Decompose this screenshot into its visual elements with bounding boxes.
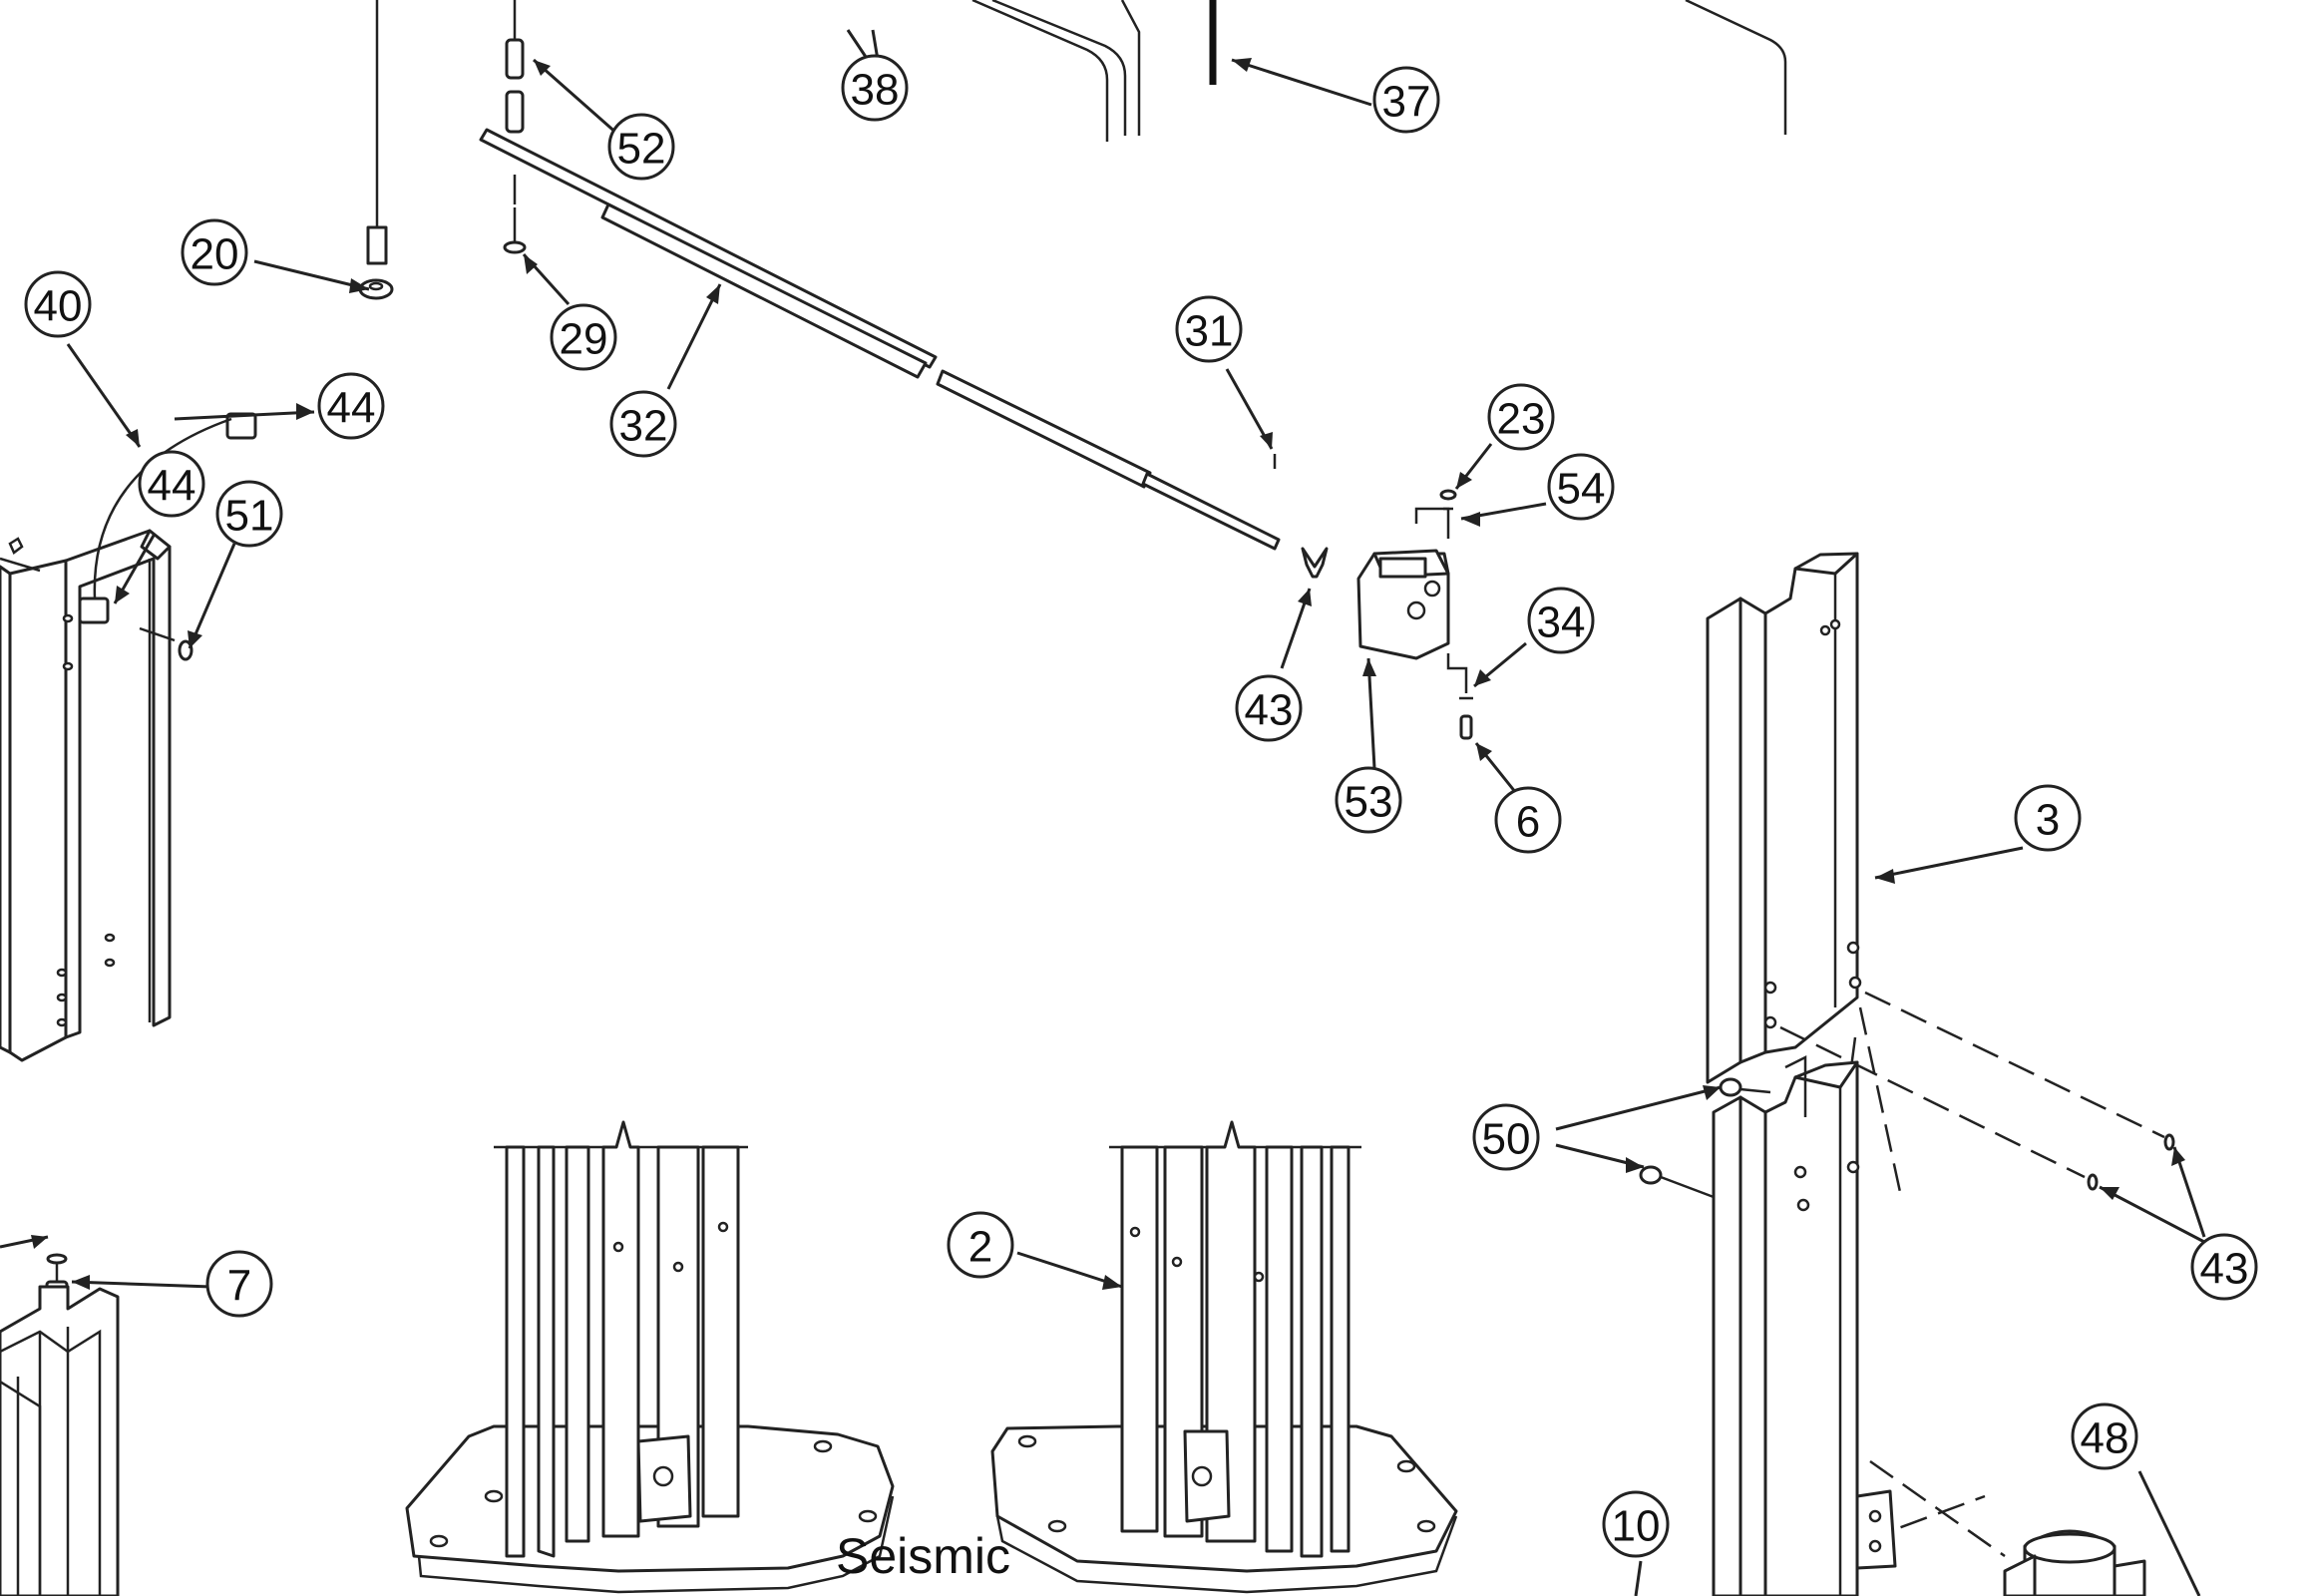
- svg-text:43: 43: [1245, 686, 1294, 735]
- callout-7: 7: [205, 1250, 273, 1318]
- callout-53: 53: [1335, 766, 1402, 834]
- svg-text:10: 10: [1612, 1502, 1661, 1551]
- callout-43-latch: 43: [1235, 674, 1303, 742]
- svg-text:53: 53: [1345, 778, 1393, 827]
- callout-37: 37: [1372, 66, 1440, 134]
- caption-seismic: Seismic: [836, 1528, 1010, 1584]
- callout-6: 6: [1494, 786, 1562, 854]
- callout-32: 32: [609, 390, 677, 458]
- callout-23: 23: [1487, 383, 1555, 451]
- callout-40: 40: [24, 270, 92, 338]
- callout-38: 38: [841, 54, 909, 122]
- svg-text:48: 48: [2081, 1414, 2129, 1463]
- callout-10: 10: [1602, 1490, 1670, 1558]
- svg-text:43: 43: [2200, 1245, 2249, 1294]
- svg-text:20: 20: [191, 230, 239, 279]
- svg-text:40: 40: [34, 282, 83, 331]
- leader-lines: [0, 29, 2206, 1596]
- callout-29: 29: [550, 303, 617, 371]
- callout-48: 48: [2071, 1402, 2138, 1470]
- svg-text:7: 7: [227, 1262, 251, 1311]
- callout-44-upper: 44: [317, 372, 385, 440]
- svg-text:32: 32: [619, 402, 668, 451]
- column-3: [1706, 552, 1862, 1084]
- svg-text:31: 31: [1185, 307, 1234, 356]
- callout-51: 51: [215, 480, 283, 548]
- callout-3: 3: [2014, 784, 2082, 852]
- svg-text:3: 3: [2036, 796, 2060, 845]
- base-post-2: [990, 1120, 1458, 1594]
- callout-54: 54: [1547, 453, 1615, 521]
- torsion-bar-32: [479, 128, 1281, 551]
- svg-text:44: 44: [327, 384, 376, 433]
- svg-text:2: 2: [968, 1223, 992, 1272]
- svg-text:51: 51: [225, 492, 274, 541]
- svg-text:37: 37: [1382, 78, 1431, 127]
- svg-text:23: 23: [1497, 395, 1546, 444]
- rods-38: [971, 0, 1141, 142]
- callout-52: 52: [607, 113, 675, 181]
- column-lower-right: [1639, 1054, 1897, 1596]
- cable-rod-20: [358, 0, 394, 300]
- svg-text:6: 6: [1516, 798, 1540, 847]
- callout-43-right: 43: [2190, 1233, 2258, 1301]
- callout-34: 34: [1527, 587, 1595, 654]
- wing-nut-43: [1301, 547, 1329, 579]
- arrowheads: [31, 58, 2185, 1290]
- callout-50: 50: [1472, 1103, 1540, 1171]
- callout-2: 2: [947, 1211, 1014, 1279]
- svg-text:50: 50: [1482, 1115, 1531, 1164]
- latch-assembly-53: [1356, 489, 1473, 740]
- svg-text:29: 29: [560, 315, 608, 364]
- svg-text:52: 52: [617, 125, 666, 174]
- callout-31: 31: [1175, 295, 1243, 363]
- svg-text:54: 54: [1557, 465, 1606, 514]
- column-40: [0, 412, 257, 1062]
- svg-text:34: 34: [1537, 598, 1586, 647]
- callout-44-lower: 44: [138, 450, 205, 518]
- callout-20: 20: [181, 218, 248, 286]
- column-7: [0, 1253, 120, 1596]
- motor-48: [2003, 1529, 2146, 1596]
- base-post-left: [405, 1120, 895, 1594]
- rod-right: [1685, 0, 1787, 135]
- svg-text:38: 38: [851, 66, 900, 115]
- pin-stack-52-29: [503, 0, 527, 254]
- svg-text:44: 44: [148, 462, 196, 511]
